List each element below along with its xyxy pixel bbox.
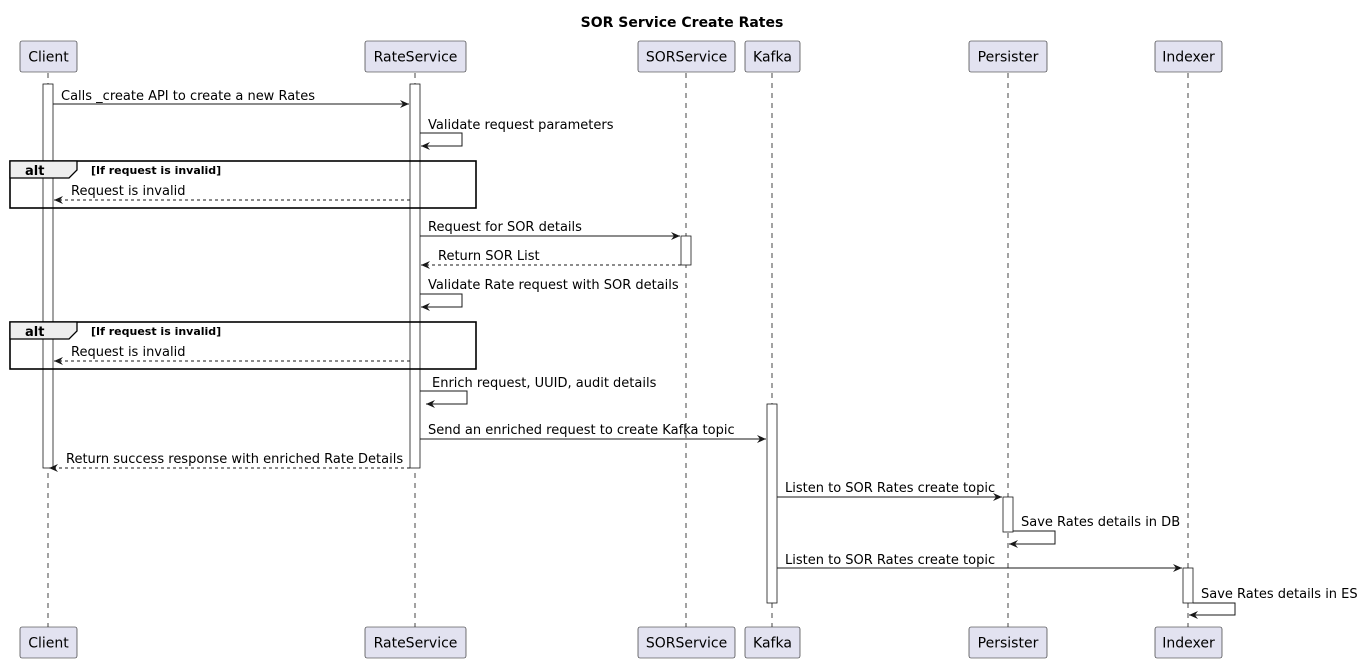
participant-label: Persister — [978, 636, 1039, 652]
participant-label: Client — [28, 50, 69, 66]
participant-label: Kafka — [753, 50, 792, 66]
participant-label: Indexer — [1162, 50, 1215, 66]
participant-label: SORService — [646, 50, 727, 66]
message: Calls _create API to create a new Rates — [53, 89, 409, 108]
participant-label: RateService — [374, 636, 458, 652]
participant-label: Kafka — [753, 636, 792, 652]
participant-sorservice-bottom: SORService — [637, 626, 736, 659]
message: Listen to SOR Rates create topic — [777, 553, 1182, 572]
message-label: Enrich request, UUID, audit details — [432, 376, 657, 391]
self-message: Validate request parameters — [420, 118, 614, 150]
message-label: Listen to SOR Rates create topic — [785, 481, 995, 496]
participant-client-top: Client — [19, 40, 78, 73]
message-label: Request is invalid — [71, 184, 185, 199]
message: Request is invalid — [54, 184, 410, 204]
participant-label: SORService — [646, 636, 727, 652]
activation-client — [42, 83, 54, 469]
participant-label: RateService — [374, 50, 458, 66]
message-label: Send an enriched request to create Kafka… — [428, 423, 735, 438]
message-label: Return success response with enriched Ra… — [66, 452, 403, 467]
self-message: Save Rates details in ES — [1189, 587, 1358, 619]
participant-sorservice-top: SORService — [637, 40, 736, 73]
alt-keyword: alt — [25, 325, 44, 340]
participant-rateservice-top: RateService — [364, 40, 467, 73]
alt-condition: [If request is invalid] — [91, 164, 221, 177]
participant-rateservice-bottom: RateService — [364, 626, 467, 659]
participant-client-bottom: Client — [19, 626, 78, 659]
activation-bars — [42, 83, 1194, 604]
alt-fragment: alt [If request is invalid] — [9, 160, 477, 209]
activation-indexer — [1182, 567, 1194, 604]
message-label: Save Rates details in ES — [1201, 587, 1358, 602]
message-label: Validate Rate request with SOR details — [428, 278, 679, 293]
diagram-title: SOR Service Create Rates — [581, 15, 784, 31]
self-message: Save Rates details in DB — [1009, 515, 1180, 548]
message: Request is invalid — [54, 345, 410, 365]
self-message: Validate Rate request with SOR details — [420, 278, 679, 311]
participant-label: Indexer — [1162, 636, 1215, 652]
activation-kafka — [766, 403, 778, 604]
message-label: Request is invalid — [71, 345, 185, 360]
alt-fragment: alt [If request is invalid] — [9, 321, 477, 370]
participant-label: Client — [28, 636, 69, 652]
self-message: Enrich request, UUID, audit details — [420, 376, 657, 408]
participant-label: Persister — [978, 50, 1039, 66]
participant-persister-bottom: Persister — [968, 626, 1048, 659]
message-label: Listen to SOR Rates create topic — [785, 553, 995, 568]
alt-condition: [If request is invalid] — [91, 325, 221, 338]
activation-sorservice — [680, 235, 692, 266]
participant-indexer-bottom: Indexer — [1154, 626, 1223, 659]
message-label: Validate request parameters — [428, 118, 614, 133]
message: Return success response with enriched Ra… — [49, 452, 410, 472]
activation-persister — [1002, 496, 1014, 533]
participant-kafka-bottom: Kafka — [744, 626, 801, 659]
message-label: Request for SOR details — [428, 220, 582, 235]
message: Return SOR List — [421, 249, 681, 269]
message-label: Calls _create API to create a new Rates — [61, 89, 315, 104]
alt-keyword: alt — [25, 164, 44, 179]
message: Listen to SOR Rates create topic — [777, 481, 1002, 501]
message: Send an enriched request to create Kafka… — [420, 423, 766, 443]
message: Request for SOR details — [420, 220, 680, 240]
participant-indexer-top: Indexer — [1154, 40, 1223, 73]
activation-rateservice — [409, 83, 421, 469]
message-label: Save Rates details in DB — [1021, 515, 1180, 530]
message-label: Return SOR List — [438, 249, 540, 264]
participant-kafka-top: Kafka — [744, 40, 801, 73]
participant-persister-top: Persister — [968, 40, 1048, 73]
